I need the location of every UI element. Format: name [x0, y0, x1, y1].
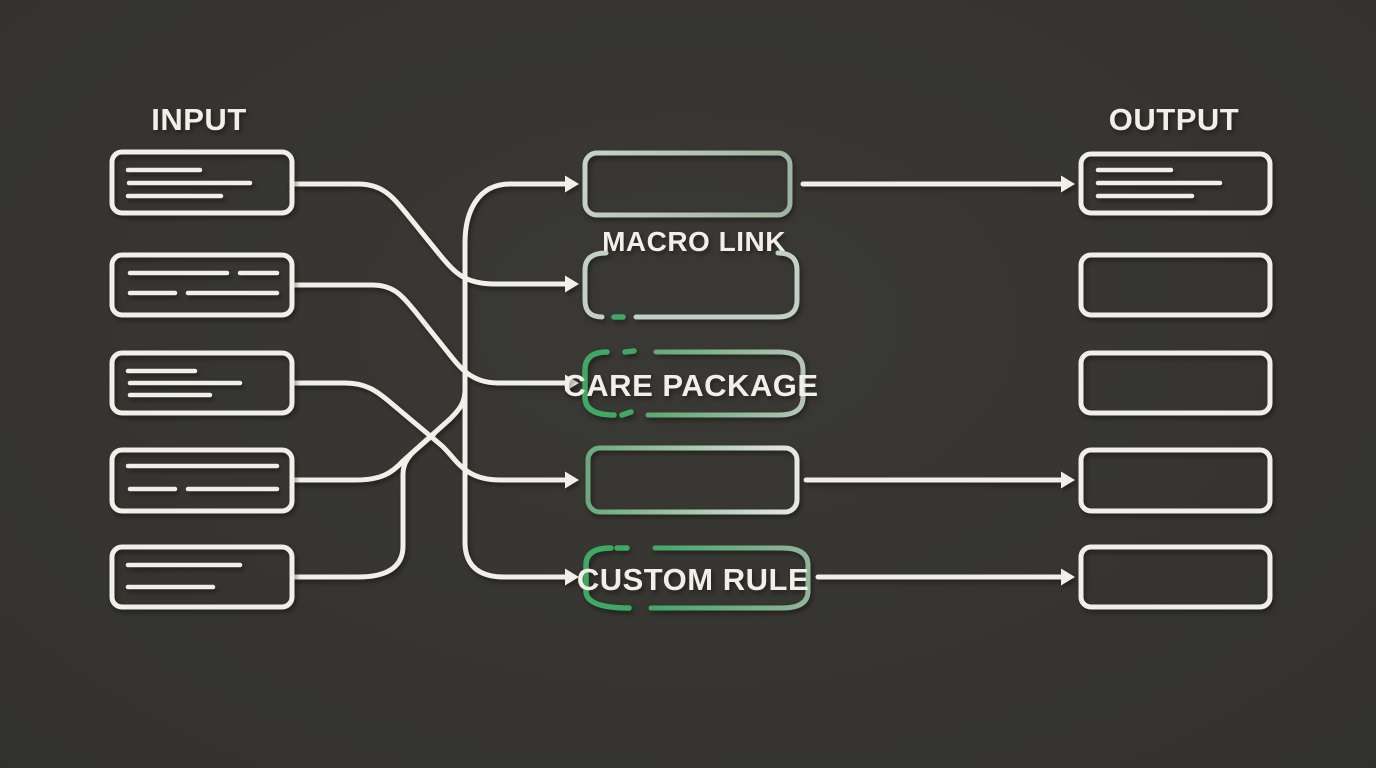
middle-node-2: MACRO LINK: [582, 226, 800, 320]
arrowhead-middle3: [565, 374, 579, 392]
middle-node-3-top-dash: [622, 348, 637, 355]
input-node-4: [109, 447, 295, 514]
middle-node-3-bottom-dash: [619, 409, 634, 418]
input-node-2-box: [109, 252, 295, 318]
wire-input3-to-middle4: [289, 380, 568, 483]
output-node-5: [1078, 544, 1273, 610]
output-node-1: [1078, 151, 1273, 216]
wire-input1-to-middle2: [289, 181, 568, 287]
middle-node-4-box: [585, 445, 800, 515]
middle-node-2-label: MACRO LINK: [602, 226, 786, 257]
output-column: [1078, 151, 1273, 610]
input-node-5-box: [109, 544, 295, 610]
middle-node-2-left-bracket: [582, 250, 609, 320]
output-node-4: [1078, 447, 1273, 514]
middle-node-5-label: CUSTOM RULE: [577, 562, 809, 597]
input-node-5: [109, 544, 295, 610]
output-node-2: [1078, 252, 1273, 318]
output-node-3-box: [1078, 350, 1273, 416]
input-column: [109, 149, 295, 610]
middle-node-5-left-bracket: [583, 545, 632, 611]
middle-node-4: [585, 445, 800, 515]
arrowhead-output1: [1061, 175, 1075, 193]
input-node-3: [109, 350, 295, 416]
middle-node-5: CUSTOM RULE: [577, 545, 811, 611]
arrowhead-middle4: [565, 471, 579, 489]
input-node-2: [109, 252, 295, 318]
middle-node-1: [582, 150, 793, 218]
input-node-3-box: [109, 350, 295, 416]
input-node-1-box: [109, 149, 295, 216]
middle-node-3-left-bracket: [582, 349, 617, 418]
middle-node-2-right-outline: [633, 250, 800, 320]
middle-node-5-outline: [648, 545, 811, 611]
wires: [289, 175, 1075, 586]
wire-input2-to-middle3: [289, 282, 568, 386]
middle-node-3-label: CARE PACKAGE: [563, 368, 818, 403]
arrowhead-output5: [1061, 568, 1075, 586]
wire-bus-to-middle5: [462, 383, 568, 580]
input-node-4-box: [109, 447, 295, 514]
output-node-3: [1078, 350, 1273, 416]
output-node-1-box: [1078, 151, 1273, 216]
output-node-5-box: [1078, 544, 1273, 610]
middle-node-3-outline: [645, 349, 806, 418]
input-column-label: INPUT: [151, 102, 247, 137]
middle-column: MACRO LINK CARE PACKAGE CUSTOM RULE: [563, 150, 818, 611]
output-column-label: OUTPUT: [1109, 102, 1239, 137]
input-node-1: [109, 149, 295, 216]
arrowhead-output4: [1061, 471, 1075, 489]
middle-node-3: CARE PACKAGE: [563, 348, 818, 418]
arrowhead-middle5: [565, 568, 579, 586]
arrowhead-middle1: [565, 175, 579, 193]
middle-node-1-box: [582, 150, 793, 218]
output-node-4-box: [1078, 447, 1273, 514]
wire-input5-merge: [289, 431, 437, 580]
output-node-2-box: [1078, 252, 1273, 318]
arrowhead-middle2: [565, 275, 579, 293]
